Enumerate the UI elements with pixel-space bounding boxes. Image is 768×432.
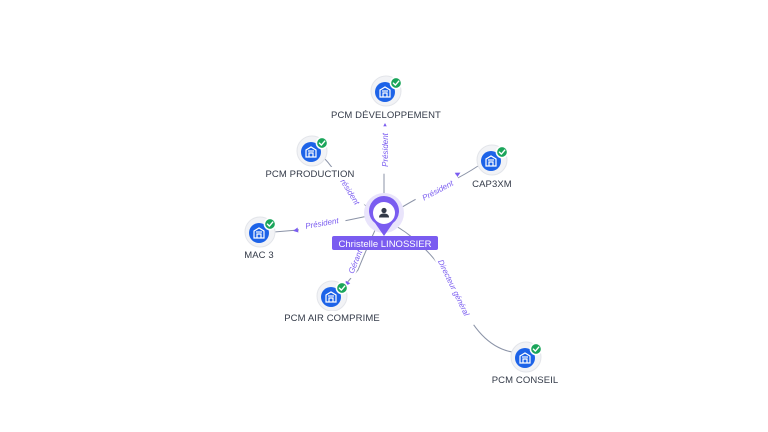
nodes-layer: PCM DÉVELOPPEMENT PCM PRODUCTION CAP3XM MAC… xyxy=(241,75,561,386)
company-node-pcm-production[interactable]: PCM PRODUCTION xyxy=(265,135,355,180)
company-name-label: MAC 3 xyxy=(244,250,274,261)
building-icon xyxy=(325,291,337,303)
center-node[interactable]: Christelle LINOSSIER xyxy=(332,193,438,250)
edge-label: Directeur général xyxy=(430,247,477,328)
company-name-label: PCM DÉVELOPPEMENT xyxy=(331,110,441,121)
verified-check-icon xyxy=(495,145,509,159)
verified-check-icon xyxy=(315,136,329,150)
edge-label: Président xyxy=(297,213,347,233)
building-icon xyxy=(519,352,531,364)
company-name-label: PCM PRODUCTION xyxy=(265,169,354,180)
arrow-icon xyxy=(454,172,461,178)
verified-check-icon xyxy=(529,342,543,356)
center-label-box xyxy=(332,236,438,250)
building-icon xyxy=(485,155,497,167)
person-icon xyxy=(379,207,389,218)
company-name-label: CAP3XM xyxy=(472,179,512,190)
edge-relation-text: Président xyxy=(421,178,456,202)
edge-relation-text: Directeur général xyxy=(436,258,471,317)
edge-pcm-developpement: Président xyxy=(380,123,390,198)
edge-label: Président xyxy=(380,126,390,174)
arrow-icon xyxy=(293,227,299,233)
edge-mac-3: Président xyxy=(273,213,369,233)
verified-check-icon xyxy=(263,217,277,231)
company-node-pcm-air-comprime[interactable]: PCM AIR COMPRIME xyxy=(281,280,383,324)
edge-line xyxy=(344,227,377,286)
company-node-mac-3[interactable]: MAC 3 xyxy=(241,216,277,261)
building-icon xyxy=(253,227,265,239)
person-name-label: Christelle LINOSSIER xyxy=(339,239,432,250)
edge-cap3xm: Président xyxy=(398,165,479,210)
verified-check-icon xyxy=(389,76,403,90)
verified-check-icon xyxy=(335,281,349,295)
company-node-pcm-conseil[interactable]: PCM CONSEIL xyxy=(489,341,561,386)
edge-relation-text: Président xyxy=(304,216,340,231)
edge-pcm-production: Président xyxy=(323,157,371,213)
building-icon xyxy=(379,86,391,98)
edge-label: Président xyxy=(414,174,461,206)
building-icon xyxy=(305,146,317,158)
company-node-cap3xm[interactable]: CAP3XM xyxy=(471,144,513,190)
company-node-pcm-developpement[interactable]: PCM DÉVELOPPEMENT xyxy=(331,75,441,121)
edge-relation-text: Président xyxy=(381,132,390,167)
company-name-label: PCM CONSEIL xyxy=(492,375,559,386)
company-name-label: PCM AIR COMPRIME xyxy=(284,313,380,324)
